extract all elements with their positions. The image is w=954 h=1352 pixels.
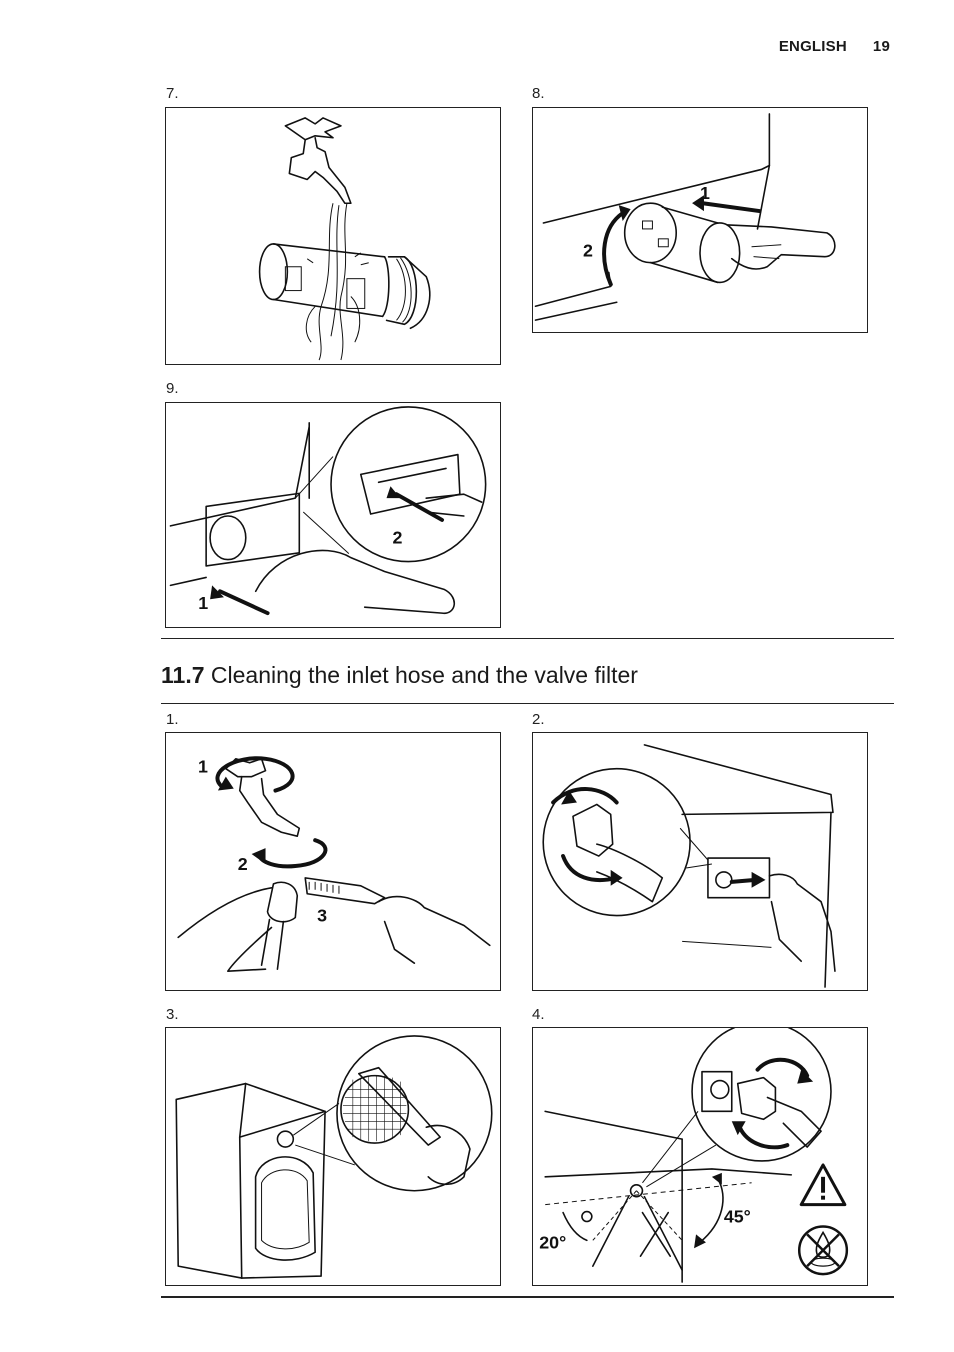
section-step-3-number: 3. — [166, 1006, 179, 1023]
header-language: ENGLISH — [778, 38, 847, 55]
section-heading: 11.7 Cleaning the inlet hose and the val… — [161, 662, 638, 689]
page-header: ENGLISH 19 — [779, 38, 890, 55]
step-9-illustration: 2 1 — [165, 402, 501, 628]
section-step-4-illustration: 45° 20° — [532, 1027, 868, 1286]
reinsert-filter-drawing: 2 1 — [169, 406, 487, 616]
section-divider-bottom — [161, 703, 894, 704]
section-title-text: Cleaning the inlet hose and the valve fi… — [210, 662, 638, 688]
section-step-4-angle-20: 20° — [539, 1232, 566, 1252]
step-8-illustration: 1 2 — [532, 107, 868, 333]
clean-hose-connector-drawing: 1 2 3 — [177, 756, 491, 972]
remove-pump-filter-drawing: 1 2 — [534, 113, 836, 321]
step-9-callout-2: 2 — [392, 528, 402, 548]
no-water-leak-icon — [797, 1225, 849, 1276]
section-divider-top — [161, 638, 894, 639]
step-7-illustration — [165, 107, 501, 365]
reconnect-hose-angle-drawing: 45° 20° — [539, 1028, 849, 1283]
section-step-4-angle-45: 45° — [724, 1206, 751, 1226]
section-step-1-callout-1: 1 — [198, 757, 208, 777]
section-step-1-callout-2: 2 — [238, 854, 248, 874]
section-step-2-number: 2. — [532, 711, 545, 728]
section-step-1-number: 1. — [166, 711, 179, 728]
header-page-number: 19 — [872, 38, 890, 55]
step-9-number: 9. — [166, 380, 179, 397]
section-step-1-callout-3: 3 — [317, 906, 327, 926]
filter-under-tap-drawing — [258, 117, 431, 361]
warning-icon — [799, 1163, 847, 1207]
section-step-2-illustration — [532, 732, 868, 991]
step-8-number: 8. — [532, 85, 545, 102]
page-bottom-rule — [161, 1296, 894, 1298]
section-step-3-illustration — [165, 1027, 501, 1286]
section-step-4-number: 4. — [532, 1006, 545, 1023]
step-9-callout-1: 1 — [198, 593, 208, 613]
section-number: 11.7 — [161, 662, 205, 688]
step-8-callout-1: 1 — [700, 183, 710, 203]
clean-valve-filter-drawing — [175, 1035, 493, 1279]
step-7-number: 7. — [166, 85, 179, 102]
disconnect-inlet-hose-drawing — [542, 744, 836, 988]
step-8-callout-2: 2 — [583, 241, 593, 261]
section-step-1-illustration: 1 2 3 — [165, 732, 501, 991]
